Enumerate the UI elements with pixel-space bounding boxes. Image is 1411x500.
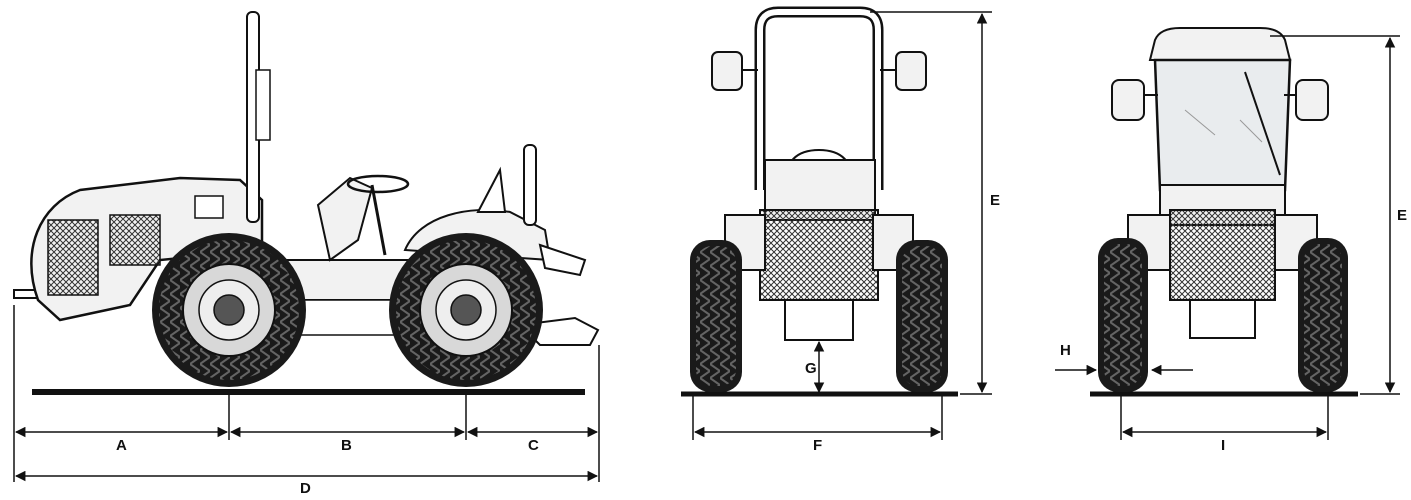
side-dimension-lines <box>13 305 600 482</box>
dimension-label-f: F <box>813 437 823 454</box>
dimension-label-g: G <box>805 360 817 377</box>
dimension-label-d: D <box>300 480 311 497</box>
front-view-roll-bar-tractor-icon <box>681 6 958 397</box>
dimension-label-i: I <box>1221 437 1226 454</box>
dimension-label-e-roll-bar: E <box>990 192 1001 209</box>
dimension-label-c: C <box>528 437 539 454</box>
dimension-label-e-cab: E <box>1397 207 1408 224</box>
front-roll-bar-dimension-lines <box>692 11 992 440</box>
dimension-label-a: A <box>116 437 127 454</box>
dimension-label-h: H <box>1060 342 1071 359</box>
front-cab-dimension-lines <box>1055 35 1400 440</box>
front-view-cab-tractor-icon <box>1090 27 1358 397</box>
dimension-label-b: B <box>341 437 352 454</box>
side-view-tractor-icon <box>13 11 600 395</box>
